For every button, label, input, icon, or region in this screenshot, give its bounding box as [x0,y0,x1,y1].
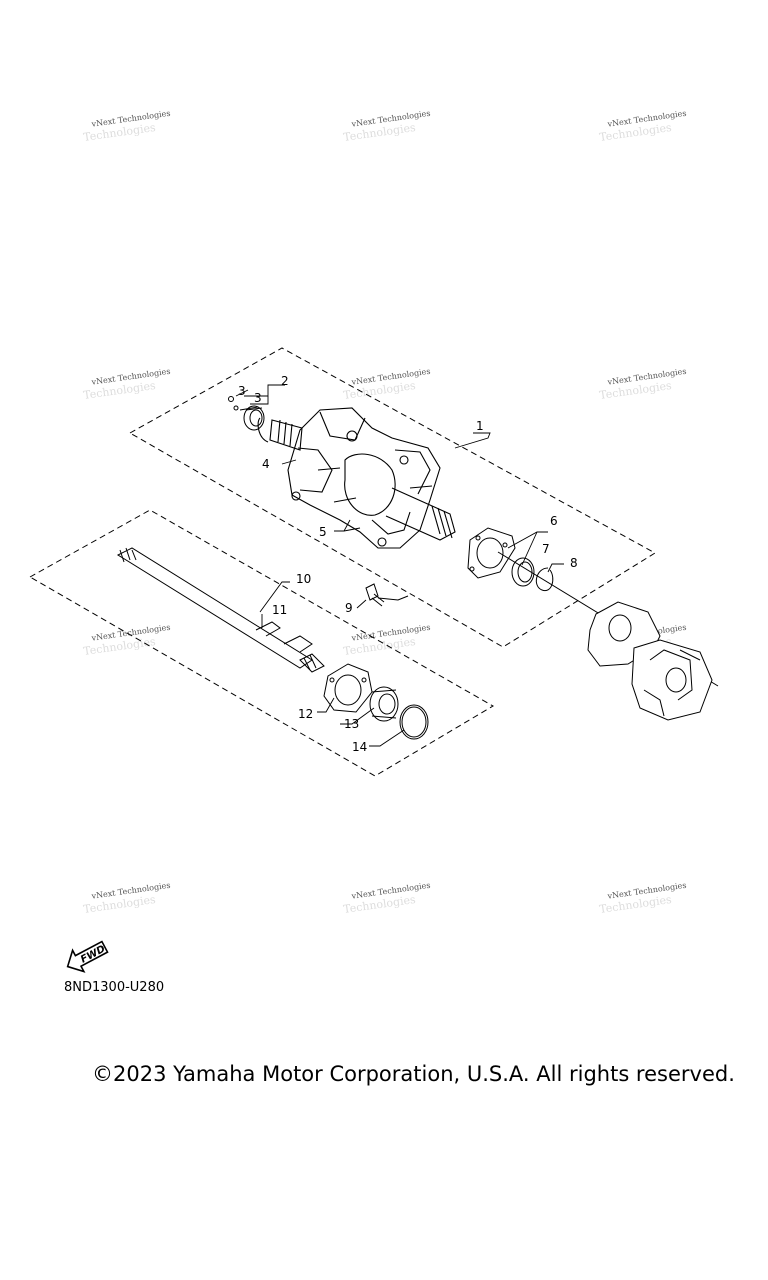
watermark: vNext Technologies Technologies [338,362,448,402]
callout-9: 9 [345,601,353,615]
callout-2: 2 [281,374,289,388]
watermark: vNext Technologies Technologies [338,876,448,916]
callout-7: 7 [542,542,550,556]
seal-part-7 [511,557,535,587]
circlip-part-8 [535,567,554,592]
pin-part-3 [228,396,239,411]
drive-shaft-part-11 [116,547,325,673]
watermark: vNext Technologies Technologies [594,876,704,916]
watermark: vNext Technologies Technologies [338,104,448,144]
callout-3: 3 [238,384,246,398]
watermark: vNext Technologies Technologies [594,104,704,144]
callout-10: 10 [296,572,311,586]
propeller-shaft-housing [257,407,456,549]
o-ring-part-14 [399,704,429,740]
bearing-housing-part-12 [323,663,373,713]
callout-14: 14 [352,740,367,754]
watermark: vNext Technologies Technologies [78,362,188,402]
oil-seal-part-2 [243,405,265,431]
watermark: vNext Technologies Technologies [78,104,188,144]
callout-6: 6 [550,514,558,528]
callout-1: 1 [476,419,484,433]
bearing-part-13 [369,686,399,722]
callout-4: 4 [262,457,270,471]
copyright-notice: ©2023 Yamaha Motor Corporation, U.S.A. A… [92,1062,735,1086]
leader-lines [235,384,564,747]
callout-13: 13 [344,717,359,731]
callout-8: 8 [570,556,578,570]
watermark: vNext Technologies Technologies [594,362,704,402]
bolt-part-9 [365,583,409,607]
diagram-code: 8ND1300-U280 [64,980,165,995]
group-outline-upper [128,347,656,648]
callout-3: 3 [254,391,262,405]
group-outline-lower [28,509,494,777]
watermark: vNext Technologies Technologies [78,618,188,658]
callout-12: 12 [298,707,313,721]
callout-11: 11 [272,603,287,617]
gearcase-housing [587,601,713,721]
gasket-part-6 [467,527,516,579]
watermark: vNext Technologies Technologies [78,876,188,916]
forward-arrow-icon: FWD [60,932,114,976]
callout-5: 5 [319,525,327,539]
